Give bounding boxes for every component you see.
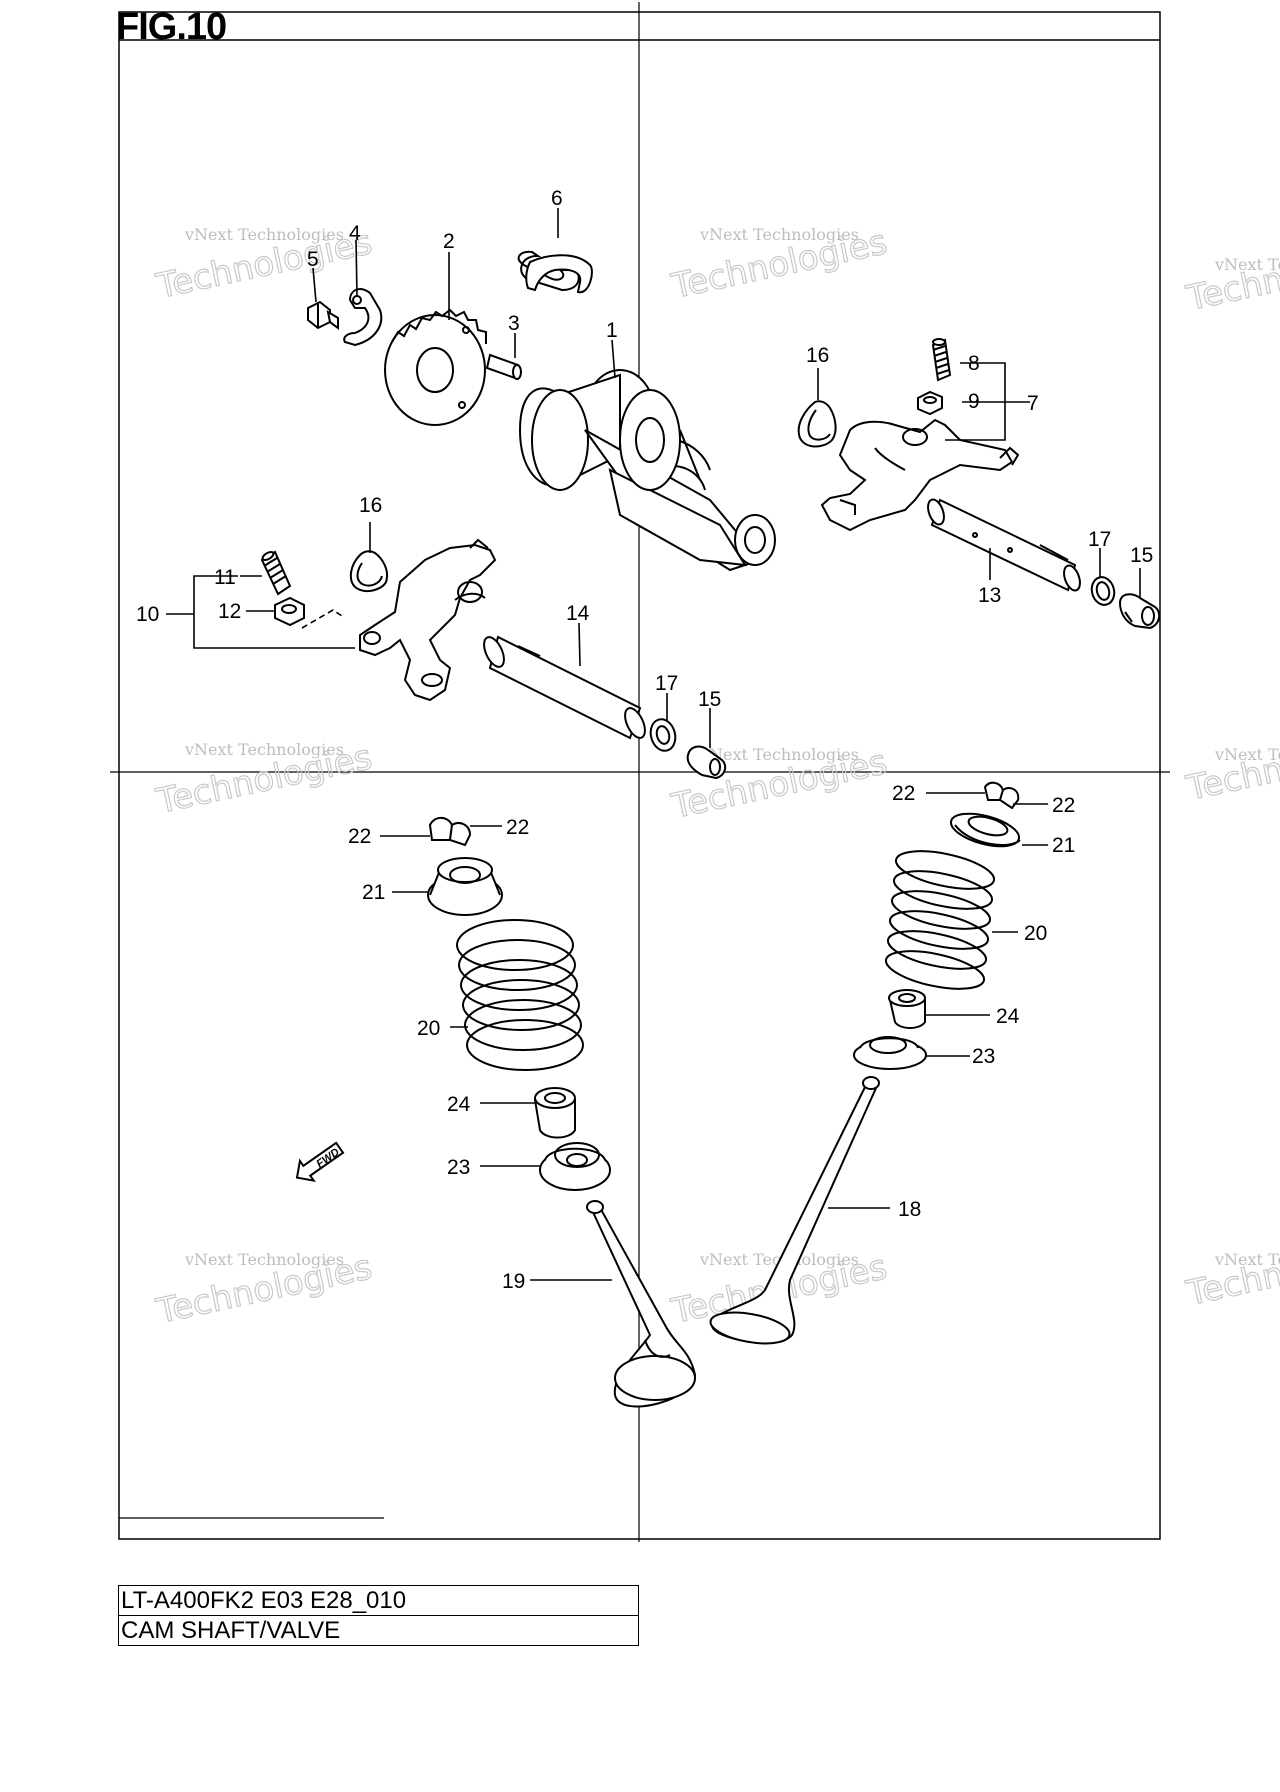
spring-retainer-left-part: [427, 857, 503, 916]
sprocket-bolt-part: [307, 300, 339, 330]
shaft-o-ring-upper-part: [1090, 576, 1116, 606]
camshaft-part: [518, 369, 776, 572]
cam-sprocket-part: [384, 308, 487, 426]
callout-22d: 22: [1052, 794, 1075, 817]
callout-23a: 23: [447, 1156, 470, 1179]
callout-13: 13: [978, 584, 1001, 607]
callout-5: 5: [307, 248, 319, 271]
valve-cotter-left-part: [428, 816, 472, 847]
o-ring-lower-part: [349, 550, 388, 593]
lock-nut-lower-part: [274, 596, 305, 627]
rocker-arm-upper-part: [820, 418, 1020, 532]
callout-2: 2: [443, 230, 455, 253]
callout-3: 3: [508, 312, 520, 335]
leader-lines: [166, 208, 1141, 1281]
svg-text:vNext Technologies: vNext Technologies: [1214, 255, 1280, 274]
callout-21a: 21: [362, 881, 385, 904]
forward-arrow-icon: FWD: [295, 1141, 345, 1182]
svg-text:vNext Technologies: vNext Technologies: [184, 740, 344, 759]
cam-retainer-part: [517, 250, 593, 294]
svg-text:vNext Technologies: vNext Technologies: [184, 1250, 344, 1269]
callout-16b: 16: [359, 494, 382, 517]
callout-12: 12: [218, 600, 241, 623]
callout-4: 4: [349, 222, 361, 245]
callout-23b: 23: [972, 1045, 995, 1068]
callout-11: 11: [214, 566, 236, 589]
lock-nut-upper-part: [917, 390, 943, 416]
valve-cotter-right-part: [983, 781, 1020, 810]
lock-washer-part: [343, 288, 383, 347]
callout-15a: 15: [1130, 544, 1153, 567]
o-ring-upper-part: [797, 400, 837, 448]
section-name-box: CAM SHAFT/VALVE: [118, 1615, 639, 1646]
callout-6: 6: [551, 187, 563, 210]
callout-17b: 17: [655, 672, 678, 695]
callout-8: 8: [968, 352, 980, 375]
valve-left-part: [586, 1200, 697, 1408]
callout-24b: 24: [996, 1005, 1020, 1028]
svg-text:vNext Technologies: vNext Technologies: [699, 745, 859, 764]
svg-text:vNext Technologies: vNext Technologies: [1214, 745, 1280, 764]
svg-text:Technologies: Technologies: [1183, 1229, 1280, 1314]
rocker-arm-lower-part: [359, 538, 497, 702]
callout-22b: 22: [506, 816, 529, 839]
callout-22c: 22: [892, 782, 915, 805]
valve-right-part: [709, 1076, 880, 1345]
callout-20a: 20: [417, 1017, 440, 1040]
callout-21b: 21: [1052, 834, 1075, 857]
spring-seat-left-part: [539, 1142, 611, 1191]
callout-7: 7: [1027, 392, 1039, 415]
callout-16a: 16: [806, 344, 829, 367]
svg-text:Technologies: Technologies: [1183, 234, 1280, 319]
callout-1: 1: [606, 319, 618, 342]
svg-text:vNext Technologies: vNext Technologies: [699, 225, 859, 244]
model-code-box: LT-A400FK2 E03 E28_010: [118, 1585, 639, 1616]
adjuster-screw-upper-part: [931, 338, 952, 382]
callout-24a: 24: [447, 1093, 471, 1116]
adjuster-screw-lower-part: [260, 550, 292, 596]
spring-seat-right-part: [853, 1036, 927, 1070]
rocker-shaft-upper-part: [927, 498, 1081, 592]
shaft-cap-upper-part: [1118, 593, 1161, 630]
callout-14: 14: [566, 602, 590, 625]
stem-seal-right-part: [888, 989, 926, 1029]
callout-19: 19: [502, 1270, 525, 1293]
stem-seal-left-part: [533, 1087, 576, 1139]
svg-text:vNext Technologies: vNext Technologies: [184, 225, 344, 244]
callout-17a: 17: [1088, 528, 1111, 551]
dowel-pin-part: [485, 353, 522, 380]
spring-retainer-right-part: [949, 812, 1021, 848]
valve-spring-left-part: [456, 919, 584, 1071]
svg-text:vNext Technologies: vNext Technologies: [1214, 1250, 1280, 1269]
callout-10: 10: [136, 603, 159, 626]
callout-18: 18: [898, 1198, 921, 1221]
shaft-o-ring-lower-part: [649, 718, 677, 752]
valve-spring-right-part: [884, 850, 996, 990]
callout-22a: 22: [348, 825, 371, 848]
shaft-cap-lower-part: [686, 745, 727, 780]
callout-15b: 15: [698, 688, 721, 711]
svg-text:Technologies: Technologies: [1183, 724, 1280, 809]
callout-20b: 20: [1024, 922, 1047, 945]
callout-labels: 1 2 3 4 5 6 7 8 9 10 11 12 13 14 15 15 1…: [136, 187, 1153, 1293]
callout-9: 9: [968, 390, 980, 413]
figure-title: FIG.10: [116, 6, 227, 48]
rocker-shaft-lower-part: [483, 635, 646, 740]
